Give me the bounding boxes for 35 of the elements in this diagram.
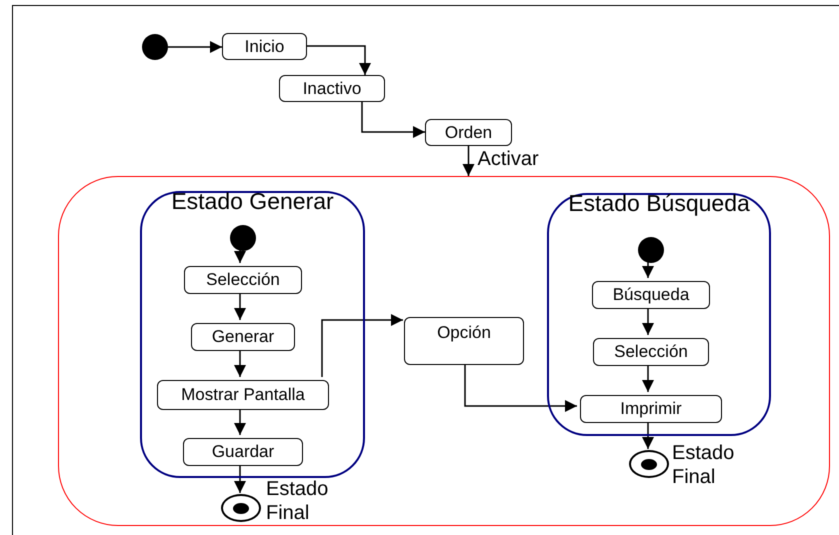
final-state-symbol: [221, 494, 261, 522]
transition-arrow: [642, 420, 654, 449]
transition-arrow: [234, 463, 246, 493]
state-box: Selección: [593, 338, 709, 366]
transition-arrow: [462, 146, 474, 176]
state-box: Orden: [425, 119, 512, 146]
transition-arrow: [234, 407, 246, 435]
state-box: Imprimir: [580, 395, 722, 423]
composite-state: [547, 193, 771, 436]
state-box: Generar: [191, 323, 295, 351]
state-box: Opción: [404, 317, 524, 365]
transition-arrow: [642, 260, 654, 278]
state-heading: Estado Búsqueda: [567, 189, 751, 218]
composite-state: [140, 191, 365, 478]
state-heading: Estado Generar: [170, 187, 335, 216]
transition-arrow: [168, 41, 222, 53]
state-box: Búsqueda: [592, 281, 710, 309]
composite-state-frame: [58, 176, 830, 526]
transition-arrow: [234, 348, 246, 377]
state-box: Selección: [184, 266, 302, 294]
transition-arrow: [464, 364, 577, 412]
transition-arrow: [321, 314, 403, 377]
transition-arrow: [642, 363, 654, 392]
transition-arrow: [234, 291, 246, 320]
transition-arrow: [234, 248, 246, 263]
state-box: Mostrar Pantalla: [157, 380, 329, 410]
final-state-symbol: [629, 450, 669, 478]
state-box: Inactivo: [279, 75, 385, 102]
state-box: Inicio: [222, 33, 307, 60]
transition-arrow: [307, 45, 371, 75]
state-caption: Estado Final: [672, 441, 736, 489]
state-box: Guardar: [183, 438, 303, 466]
transition-arrow: [642, 306, 654, 335]
state-caption: Estado Final: [266, 477, 330, 525]
transition-arrow: [361, 102, 425, 138]
